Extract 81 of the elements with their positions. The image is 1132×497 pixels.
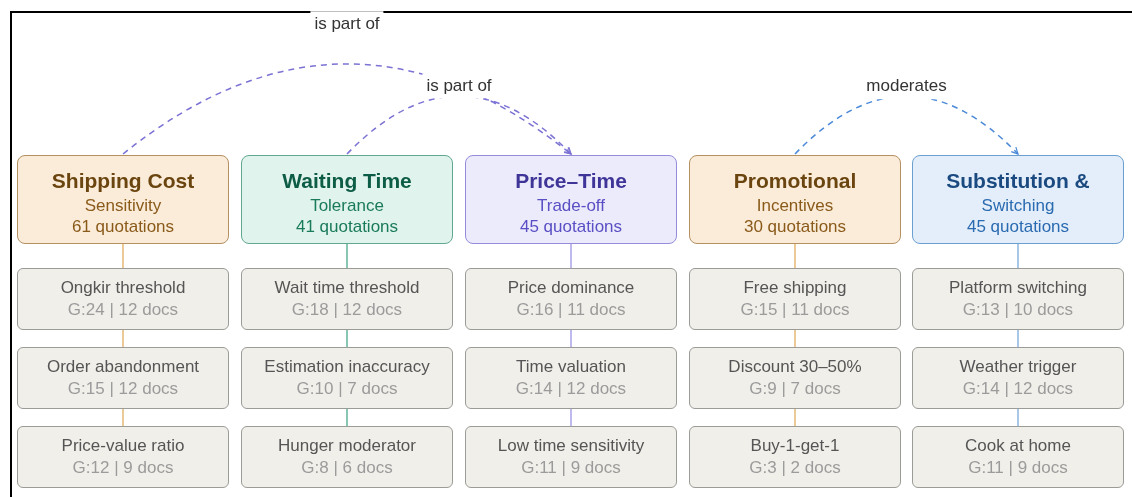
code-stats: G:9 | 7 docs xyxy=(749,378,841,400)
code-stats: G:18 | 12 docs xyxy=(291,299,403,321)
category-title: Price–Time xyxy=(515,167,627,194)
code-name: Price dominance xyxy=(507,277,635,299)
code-stats: G:10 | 7 docs xyxy=(296,378,398,400)
category-subtitle: Sensitivity xyxy=(84,194,162,216)
code-box xyxy=(241,426,453,488)
code-box xyxy=(689,268,901,330)
quotation-count: 30 quotations xyxy=(743,215,847,237)
category-box xyxy=(17,155,229,244)
code-name: Ongkir threshold xyxy=(60,277,186,299)
category-box xyxy=(241,155,453,244)
quotation-count: 61 quotations xyxy=(71,215,175,237)
code-box xyxy=(241,268,453,330)
category-box xyxy=(465,155,677,244)
code-name: Order abandonment xyxy=(46,356,200,378)
connector-line xyxy=(570,243,572,269)
connector-line xyxy=(794,243,796,269)
category-subtitle: Tolerance xyxy=(310,194,384,216)
connector-line xyxy=(1017,329,1019,348)
category-subtitle: Incentives xyxy=(756,194,834,216)
category-title: Waiting Time xyxy=(282,167,412,194)
code-stats: G:11 | 9 docs xyxy=(521,457,621,479)
code-box xyxy=(465,426,677,488)
code-stats: G:12 | 9 docs xyxy=(72,457,174,479)
code-name: Hunger moderator xyxy=(278,435,416,457)
dashed-arrow xyxy=(122,63,572,155)
code-name: Time valuation xyxy=(516,356,626,378)
code-stats: G:13 | 10 docs xyxy=(962,299,1074,321)
code-name: Estimation inaccuracy xyxy=(264,356,430,378)
connector-line xyxy=(122,408,124,427)
code-box xyxy=(912,347,1124,409)
code-box xyxy=(912,426,1124,488)
category-title: Shipping Cost xyxy=(51,167,195,194)
code-stats: G:14 | 12 docs xyxy=(962,378,1074,400)
code-stats: G:24 | 12 docs xyxy=(67,299,179,321)
connector-line xyxy=(570,408,572,427)
code-name: Low time sensitivity xyxy=(497,435,645,457)
code-name: Free shipping xyxy=(743,277,847,299)
code-stats: G:8 | 6 docs xyxy=(301,457,393,479)
code-box xyxy=(17,426,229,488)
code-box xyxy=(689,426,901,488)
code-stats: G:15 | 11 docs xyxy=(740,299,850,321)
category-subtitle: Trade-off xyxy=(536,194,605,216)
code-stats: G:3 | 2 docs xyxy=(749,457,841,479)
code-name: Wait time threshold xyxy=(274,277,420,299)
connector-line xyxy=(122,329,124,348)
connector-line xyxy=(1017,408,1019,427)
code-box xyxy=(17,347,229,409)
code-box xyxy=(465,347,677,409)
code-stats: G:16 | 11 docs xyxy=(516,299,626,321)
code-box xyxy=(689,347,901,409)
code-stats: G:11 | 9 docs xyxy=(968,457,1068,479)
connector-line xyxy=(346,329,348,348)
category-box xyxy=(912,155,1124,244)
code-name: Price-value ratio xyxy=(61,435,185,457)
code-name: Weather trigger xyxy=(959,356,1077,378)
code-name: Cook at home xyxy=(965,435,1071,457)
quotation-count: 45 quotations xyxy=(519,215,623,237)
connector-line xyxy=(122,243,124,269)
code-stats: G:14 | 12 docs xyxy=(515,378,627,400)
code-box xyxy=(912,268,1124,330)
code-name: Platform switching xyxy=(949,277,1087,299)
connector-line xyxy=(794,329,796,348)
connector-line xyxy=(346,408,348,427)
quotation-count: 45 quotations xyxy=(966,215,1070,237)
connector-line xyxy=(794,408,796,427)
code-name: Discount 30–50% xyxy=(728,356,862,378)
category-subtitle: Switching xyxy=(981,194,1055,216)
category-title: Substitution & xyxy=(946,167,1090,194)
code-box xyxy=(465,268,677,330)
category-title: Promotional xyxy=(733,167,857,194)
code-name: Buy-1-get-1 xyxy=(750,435,840,457)
connector-line xyxy=(346,243,348,269)
connector-line xyxy=(570,329,572,348)
quotation-count: 41 quotations xyxy=(295,215,399,237)
code-box xyxy=(241,347,453,409)
code-box xyxy=(17,268,229,330)
connector-line xyxy=(1017,243,1019,269)
category-box xyxy=(689,155,901,244)
code-stats: G:15 | 12 docs xyxy=(67,378,179,400)
